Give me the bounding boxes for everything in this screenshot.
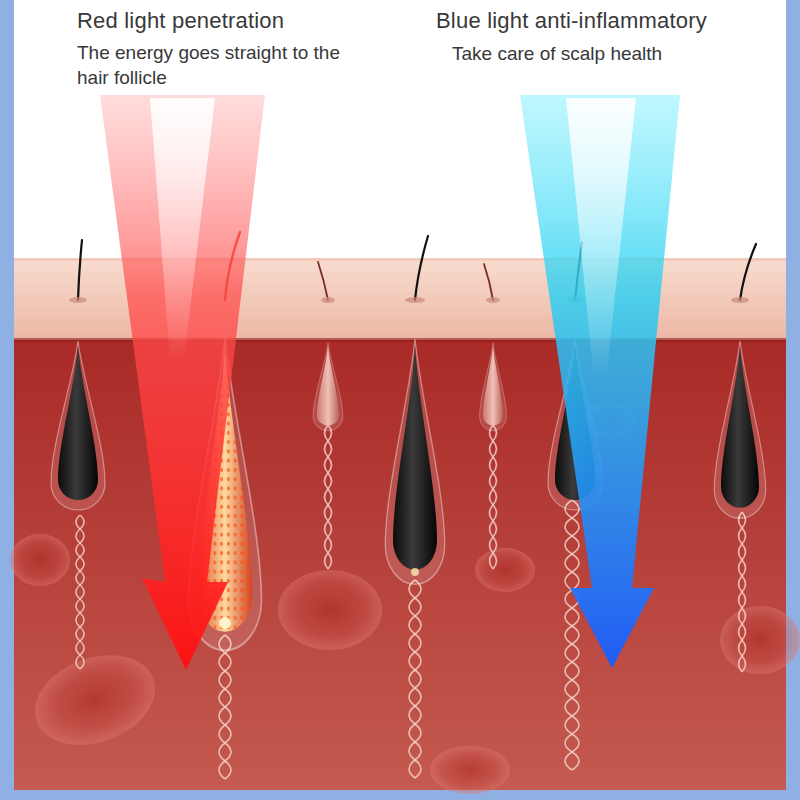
- heading-text: Red light penetration: [77, 8, 397, 34]
- heading-label: Blue light anti-inflammatory: [436, 8, 786, 34]
- subheading-text: Take care of scalp health: [452, 41, 772, 66]
- subheading-label: Take care of scalp health: [452, 41, 772, 66]
- subheading-label: The energy goes straight to the hair fol…: [77, 40, 347, 90]
- heading-text: Blue light anti-inflammatory: [436, 8, 786, 34]
- subheading-text: The energy goes straight to the hair fol…: [77, 40, 347, 90]
- heading-label: Red light penetration: [77, 8, 397, 34]
